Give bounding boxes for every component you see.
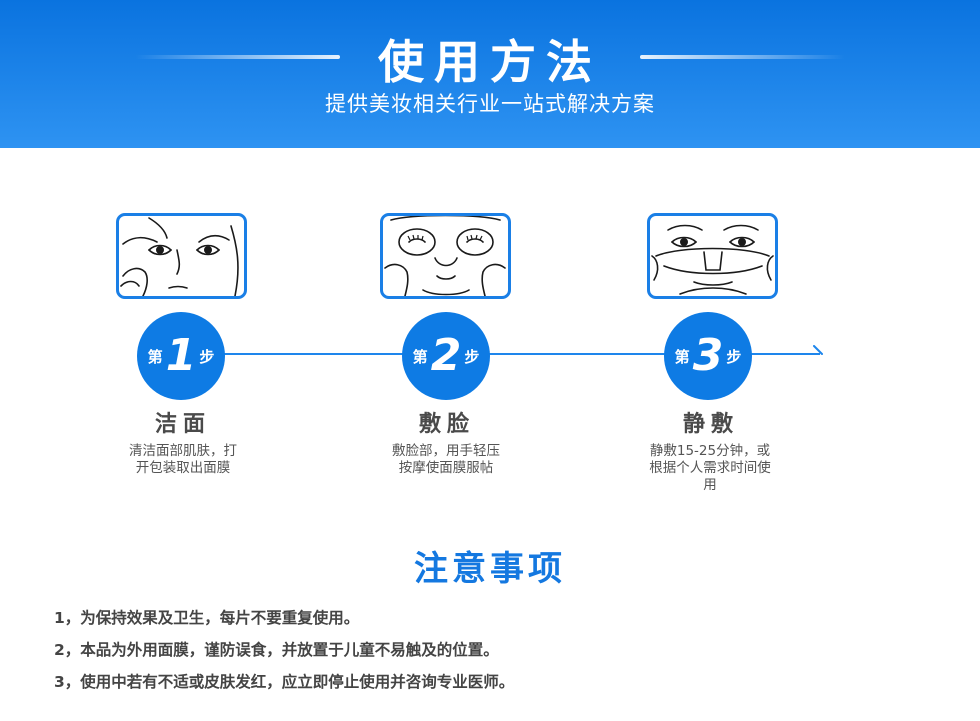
step-2-description-line: 按摩使面膜服帖 [398,460,494,476]
step-2-description-line: 敷脸部，用手轻压 [392,443,500,459]
note-item: 2，本品为外用面膜，谨防误食，并放置于儿童不易触及的位置。 [54,641,499,659]
step-1-number: 1 [165,330,197,381]
step-1-description-line: 开包装取出面膜 [135,460,231,476]
step-1-description: 清洁面部肌肤，打 开包装取出面膜 [103,443,263,477]
face-mask-resting-illustration-icon [647,213,778,299]
step-1-description-line: 清洁面部肌肤，打 [129,443,237,459]
step-3-description-line: 根据个人需求时间使 [649,460,771,476]
face-mask-applying-illustration-icon [380,213,511,299]
step-1-prefix: 第 [147,347,163,366]
banner-decor-line-left [135,55,340,59]
step-timeline-line [200,353,820,355]
step-1-suffix: 步 [199,347,215,366]
step-2-number: 2 [430,330,462,381]
step-2-prefix: 第 [412,347,428,366]
step-3-description-line: 静敷15-25分钟，或 [649,443,771,459]
header-banner: 使用方法 提供美妆相关行业一站式解决方案 [0,0,980,148]
note-item: 3，使用中若有不适或皮肤发红，应立即停止使用并咨询专业医师。 [54,673,515,691]
note-item: 1，为保持效果及卫生，每片不要重复使用。 [54,609,360,627]
step-1-name: 洁面 [154,412,211,437]
step-3-description-line: 用 [703,477,717,493]
step-2-description: 敷脸部，用手轻压 按摩使面膜服帖 [366,443,526,477]
step-2-name: 敷脸 [418,412,475,437]
banner-decor-line-right [640,55,845,59]
step-3-name: 静敷 [682,412,739,437]
step-3-number: 3 [692,330,724,381]
step-3-prefix: 第 [674,347,690,366]
step-2-badge: 第 2 步 [402,312,490,400]
page-title: 使用方法 [378,35,602,89]
face-cleansing-illustration-icon [116,213,247,299]
step-1-badge: 第 1 步 [137,312,225,400]
page-subtitle: 提供美妆相关行业一站式解决方案 [325,92,655,116]
step-3-suffix: 步 [726,347,742,366]
timeline-arrow-icon [813,345,823,355]
step-3-badge: 第 3 步 [664,312,752,400]
step-2-suffix: 步 [464,347,480,366]
step-3-description: 静敷15-25分钟，或 根据个人需求时间使 用 [630,443,790,494]
notes-list: 1，为保持效果及卫生，每片不要重复使用。 2，本品为外用面膜，谨防误食，并放置于… [54,607,514,703]
notes-title: 注意事项 [414,549,566,589]
